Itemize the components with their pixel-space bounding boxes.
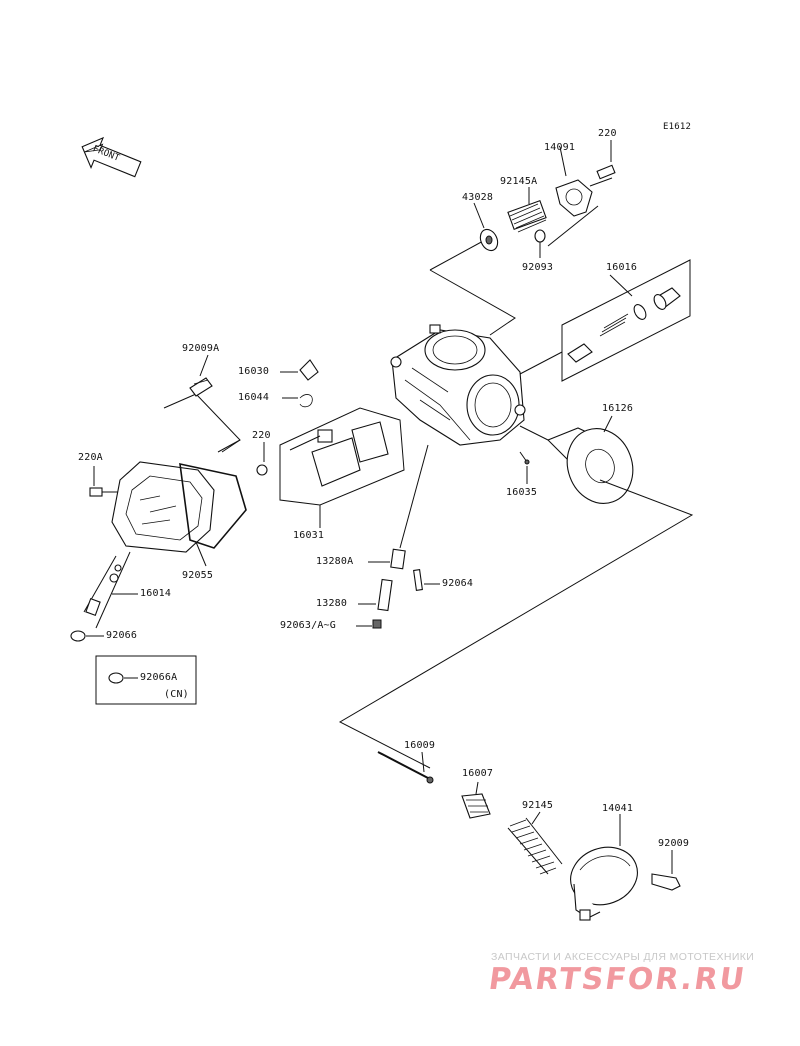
label-16126: 16126: [602, 403, 634, 414]
cn-box: [95, 655, 197, 705]
diaphragm-16126-part: [519, 415, 634, 504]
diagram-code: E1612: [663, 122, 692, 132]
label-220-top: 220: [598, 128, 617, 139]
float-16031-part: [279, 407, 405, 528]
label-92145: 92145: [522, 800, 554, 811]
label-92063: 92063/A~G: [280, 620, 336, 631]
label-16009: 16009: [404, 740, 436, 751]
label-14041: 14041: [602, 803, 634, 814]
jet-16035-part: [524, 459, 530, 484]
label-220a: 220A: [78, 452, 103, 463]
bottom-assembly-lines: [338, 451, 694, 769]
diaphragm-43028-part: [473, 202, 499, 252]
watermark-logo: PARTSFOR.RU: [486, 962, 749, 997]
label-13280: 13280: [316, 598, 348, 609]
screw-92009-part: [651, 850, 681, 891]
float-bowl-92055-part: [111, 461, 247, 567]
jet-13280-part: [358, 578, 393, 612]
float-group-lines: [163, 393, 241, 453]
pilot-jet-92064-part: [413, 569, 440, 591]
screw-92009a-part: [189, 354, 213, 397]
label-92066a: 92066A: [140, 672, 178, 683]
carburetor-body-part: [390, 324, 526, 446]
label-92064: 92064: [442, 578, 474, 589]
spring-92145-part: [507, 811, 563, 875]
label-16030: 16030: [238, 366, 270, 377]
top-assembly-lines: [429, 205, 599, 336]
label-92093: 92093: [522, 262, 554, 273]
screw-220a-part: [89, 466, 118, 497]
label-13280a: 13280A: [316, 556, 354, 567]
label-220-mid: 220: [252, 430, 271, 441]
label-16035: 16035: [506, 487, 538, 498]
needle-valve-16030-part: [280, 359, 319, 381]
label-16007: 16007: [462, 768, 494, 779]
o-ring-92093-part: [534, 229, 546, 258]
holder-16007-part: [461, 781, 491, 819]
watermark-tagline: ЗАПЧАСТИ И АКСЕССУАРЫ ДЛЯ МОТОТЕХНИКИ: [491, 951, 755, 963]
label-14091: 14091: [544, 142, 576, 153]
clip-16044-part: [282, 394, 313, 408]
pilot-screw-group-box: [519, 259, 691, 382]
drain-screw-16014-part: [83, 551, 138, 629]
label-cn: (CN): [164, 689, 189, 700]
label-16031: 16031: [293, 530, 325, 541]
label-16016: 16016: [606, 262, 638, 273]
label-92145a: 92145A: [500, 176, 538, 187]
label-16044: 16044: [238, 392, 270, 403]
label-92055: 92055: [182, 570, 214, 581]
label-43028: 43028: [462, 192, 494, 203]
spring-92145a-part: [507, 187, 547, 233]
label-16014: 16014: [140, 588, 172, 599]
main-jet-92063-part: [356, 619, 382, 629]
front-arrow-icon: [81, 136, 142, 178]
label-92009a: 92009A: [182, 343, 220, 354]
accelerator-pump-cover-part: [555, 140, 616, 217]
screw-220-mid-part: [256, 442, 268, 476]
label-92066: 92066: [106, 630, 138, 641]
pilot-screw-set-part: [567, 274, 681, 363]
cap-92066-part: [70, 630, 104, 642]
needle-jet-13280a-part: [368, 444, 429, 570]
top-cover-14041-part: [570, 814, 638, 921]
label-92009: 92009: [658, 838, 690, 849]
jet-needle-16009-part: [377, 751, 434, 784]
